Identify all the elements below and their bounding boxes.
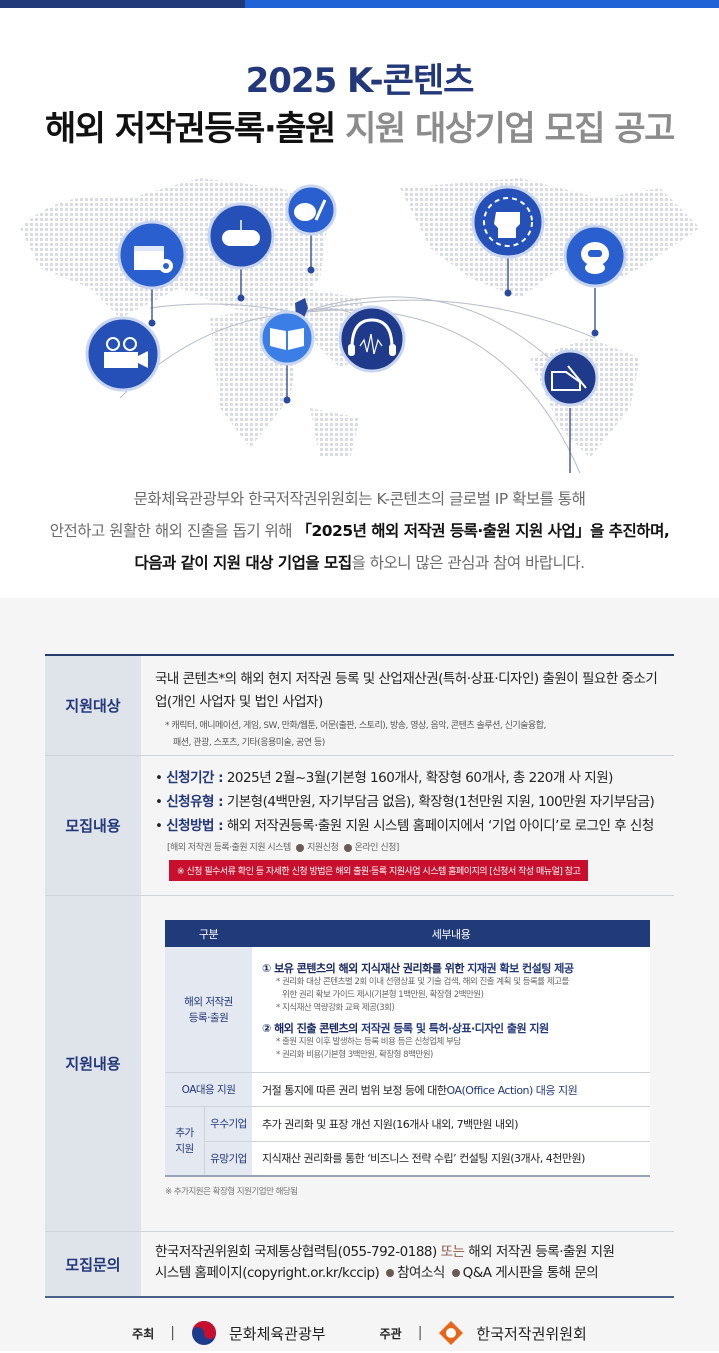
row-label: 모집내용 (45, 756, 141, 895)
headphones-audio-icon (338, 305, 406, 373)
support-footnote: ※ 추가지원은 확장형 지원기업만 해당됨 (165, 1187, 298, 1197)
row-recruit: 모집내용 • 신청기간 : 2025년 2월~3월(기본형 160개사, 확장형… (45, 756, 674, 896)
table-row: OA대응 지원 거절 통지에 따른 권리 범위 보정 등에 대한 OA(Offi… (165, 1073, 650, 1107)
arrow-bullet-icon (343, 843, 352, 852)
arrow-bullet-icon (296, 843, 305, 852)
footer-organizers: 주최 | 문화체육관광부 주관 | 한국저작권위원회 (0, 1320, 719, 1346)
top-accent-bar (0, 0, 719, 8)
web-code-gear-icon (117, 220, 187, 290)
row-contact: 모집문의 한국저작권위원회 국제통상협력팀(055-792-0188) 또는 해… (45, 1232, 674, 1296)
palette-brush-icon (285, 184, 337, 236)
open-book-icon (259, 310, 315, 366)
row-label: 지원내용 (45, 896, 141, 1231)
table-row: 추가 지원 우수기업 유망기업 추가 권리화 및 표장 개선 지원(16개사 내… (165, 1107, 650, 1175)
website-link[interactable]: 시스템 홈페이지(copyright.or.kr/kccip) (155, 1265, 380, 1281)
row-label: 지원대상 (45, 656, 141, 755)
row-label: 모집문의 (45, 1232, 141, 1296)
arrow-bullet-icon (451, 1269, 460, 1277)
robot-character-icon (563, 224, 627, 288)
page-title: 2025 K-콘텐츠 해외 저작권등록·출원 지원 대상기업 모집 공고 (0, 8, 719, 168)
taegeuk-logo-icon (191, 1321, 216, 1345)
game-controller-icon (207, 202, 275, 270)
red-notice-banner: ※ 신청 필수서류 확인 등 자세한 신청 방법은 해외 출원·등록 지원사업 … (169, 860, 589, 881)
support-detail-table: 구분 세부내용 해외 저작권 등록·출원 ① 보유 콘텐츠의 해외 지식재산 권… (165, 920, 650, 1177)
hero-world-map-illustration (0, 168, 719, 473)
title-line2: 해외 저작권등록·출원 지원 대상기업 모집 공고 (45, 109, 675, 149)
table-row: 해외 저작권 등록·출원 ① 보유 콘텐츠의 해외 지식재산 권리화를 위한 지… (165, 947, 650, 1073)
vr-headset-icon (471, 185, 545, 259)
row-target: 지원대상 국내 콘텐츠*의 해외 현지 저작권 등록 및 산업재산권(특허·상표… (45, 656, 674, 756)
hand-writing-icon (541, 349, 599, 407)
row-support: 지원내용 구분 세부내용 해외 저작권 등록·출원 ① 보유 콘텐츠의 해외 지… (45, 896, 674, 1232)
arrow-bullet-icon (386, 1269, 395, 1277)
copyright-commission-logo-icon (439, 1321, 464, 1345)
application-path: [해외 저작권 등록·출원 지원 시스템 지원신청 온라인 신청] (167, 843, 399, 853)
table-header: 구분 세부내용 (165, 920, 650, 947)
title-line1: 2025 K-콘텐츠 (245, 61, 475, 101)
info-table: 지원대상 국내 콘텐츠*의 해외 현지 저작권 등록 및 산업재산권(특허·상표… (45, 654, 674, 1298)
intro-paragraph: 문화체육관광부와 한국저작권위원회는 K-콘텐츠의 글로벌 IP 확보를 통해 … (49, 490, 670, 572)
movie-camera-icon (85, 316, 161, 392)
info-section: 지원대상 국내 콘텐츠*의 해외 현지 저작권 등록 및 산업재산권(특허·상표… (0, 598, 719, 1351)
